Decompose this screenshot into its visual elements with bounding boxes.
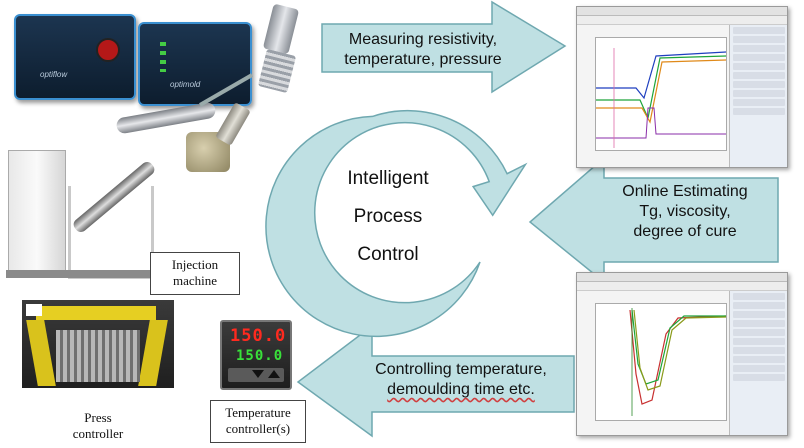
curve-orange (596, 59, 727, 124)
center-line2: Process (353, 206, 423, 227)
machine-cabinet (8, 150, 66, 272)
curve-olive (633, 309, 727, 391)
arrow-controlling-line1: Controlling temperature, (375, 361, 547, 378)
controller-bottom-display: 150.0 (236, 348, 284, 364)
center-title: Intelligent Process Control (308, 160, 468, 274)
curve-green-b (631, 309, 726, 385)
arrow-controlling-line2: demoulding time etc. (387, 381, 535, 398)
sensor-box-2-lights-icon (160, 42, 166, 72)
sensor-box-1-brand: optiflow (40, 70, 68, 79)
arrow-controlling (296, 324, 575, 438)
screen-top-plot (595, 37, 727, 151)
arrow-measuring (321, 0, 567, 94)
arrow-estimating-line1: Online Estimating (622, 183, 748, 200)
curve-red (629, 309, 727, 405)
temperature-caption-line1: Temperature (225, 405, 291, 420)
arrow-controlling-text: Controlling temperature, demoulding time… (350, 360, 572, 400)
injection-caption-line2: machine (172, 273, 218, 289)
controller-top-display: 150.0 (230, 326, 287, 346)
screen-top-titlebar (577, 7, 787, 16)
arrow-measuring-text: Measuring resistivity, temperature, pres… (328, 30, 518, 70)
sensor-box-2: optimold (138, 22, 252, 106)
press-logo-icon (26, 304, 42, 316)
press-caption-line2: controller (72, 426, 124, 442)
injection-caption: Injection machine (150, 252, 240, 295)
curve-purple (596, 107, 726, 139)
screen-bottom-titlebar (577, 273, 787, 282)
center-line1: Intelligent (347, 168, 429, 189)
screen-bottom-toolbar (577, 282, 787, 291)
press-left-rail (26, 320, 56, 386)
temperature-caption: Temperature controller(s) (210, 400, 306, 443)
arrow-estimating (528, 156, 779, 284)
center-line3: Control (357, 244, 419, 265)
software-screen-bottom (576, 272, 788, 436)
injection-machine (6, 146, 157, 288)
injection-caption-line1: Injection (171, 257, 219, 272)
machine-base (6, 270, 152, 278)
arrow-measuring-line1: Measuring resistivity, (348, 31, 498, 48)
arrow-estimating-text: Online Estimating Tg, viscosity, degree … (600, 182, 770, 242)
temperature-caption-line2: controller(s) (225, 421, 291, 437)
screen-bottom-plot (595, 303, 727, 421)
screen-top-sidebar (729, 25, 787, 167)
sensor-box-1-port-icon (96, 38, 120, 62)
press-photo (22, 300, 174, 388)
screen-top-toolbar (577, 16, 787, 25)
press-bed (56, 330, 140, 382)
screen-bottom-curves (629, 308, 727, 416)
press-caption: Press controller (38, 410, 158, 443)
controller-down-icon (252, 370, 264, 378)
sensor-box-1: optiflow (14, 14, 136, 100)
screen-top-curves (596, 48, 727, 148)
temperature-controller: 150.0 150.0 (220, 320, 292, 390)
screen-bottom-sidebar (729, 291, 787, 435)
arrow-estimating-line2: Tg, viscosity, (639, 203, 731, 220)
press-right-rail (138, 320, 168, 386)
software-screen-top (576, 6, 788, 168)
arrow-estimating-line3: degree of cure (633, 223, 737, 240)
cycle-arrow (265, 109, 528, 338)
arrow-measuring-line2: temperature, pressure (344, 51, 502, 68)
sensor-box-2-brand: optimold (170, 80, 201, 89)
curve-blue (596, 51, 727, 100)
press-yellow-frame (36, 306, 156, 320)
controller-buttons (228, 368, 284, 382)
press-caption-line1: Press (84, 410, 112, 425)
controller-up-icon (268, 370, 280, 378)
